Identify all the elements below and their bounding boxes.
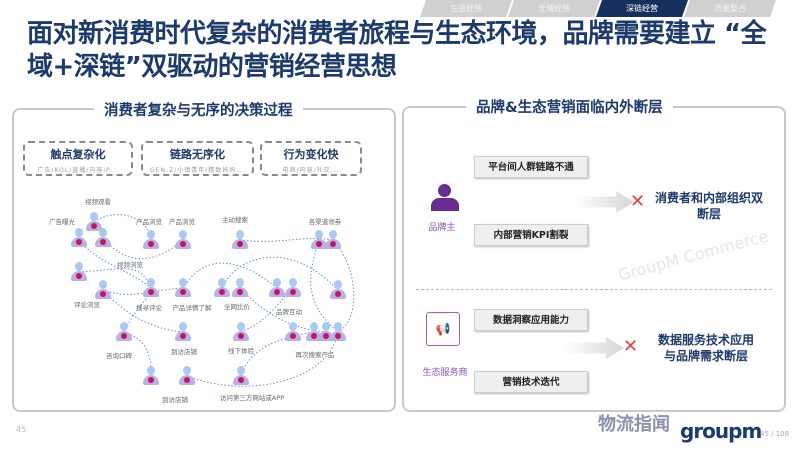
- person-icon: [95, 280, 111, 300]
- arrow-icon: [564, 337, 624, 359]
- person-icon: [116, 322, 132, 342]
- person-icon: [179, 366, 195, 386]
- brand-icon: [431, 184, 459, 212]
- ecosystem-role: 生态服务商: [422, 368, 468, 378]
- issue-box: 数据洞察应用能力: [474, 309, 588, 331]
- journey-label: 线下体验: [228, 347, 254, 355]
- category-behavior: 行为变化快电商/内容/社交...: [260, 141, 362, 176]
- section-tabs: 生意经营 全域经营 深链经营 流量整合: [420, 0, 772, 17]
- person-icon: [95, 228, 111, 248]
- person-icon: [318, 322, 334, 342]
- journey-label: 视频观看: [85, 198, 111, 206]
- cross-icon: ✕: [630, 191, 646, 212]
- person-icon: [71, 228, 87, 248]
- person-icon: [233, 322, 249, 342]
- person-icon: [285, 322, 301, 342]
- page-number-right: 45 / 108: [760, 430, 790, 438]
- person-icon: [232, 278, 248, 298]
- journey-label: 视频浏览: [117, 261, 143, 269]
- person-icon: [143, 230, 159, 250]
- wechat-watermark: 物流指闻: [598, 414, 670, 435]
- category-title: 触点复杂化: [50, 148, 106, 161]
- category-sub: 广告/KOL/直播/内容IP...: [37, 167, 119, 174]
- category-title: 链路无序化: [170, 148, 225, 161]
- journey-label: 搜寻评论: [136, 304, 162, 312]
- issue-box: 营销技术迭代: [474, 371, 588, 393]
- issue-box: 内部营销KPI割裂: [474, 224, 588, 246]
- person-icon: [175, 230, 191, 250]
- person-icon: [143, 366, 159, 386]
- tab-traffic[interactable]: 流量整合: [684, 0, 776, 17]
- person-icon: [86, 212, 102, 232]
- category-sub: 电商/内容/社交...: [282, 167, 340, 174]
- journey-label: 到访店铺: [162, 396, 188, 404]
- tab-business[interactable]: 生意经营: [420, 0, 512, 17]
- page-number-left: 45: [16, 425, 27, 434]
- journey-label: 主动搜索: [222, 216, 248, 224]
- category-path: 链路无序化 GEN-Z/小镇青年/精致妈妈...: [141, 141, 254, 176]
- journey-label: 咨询口碑: [106, 352, 132, 360]
- right-panel-title: 品牌&生态营销面临内外断层: [466, 96, 673, 117]
- left-panel-title: 消费者复杂与无序的决策过程: [94, 99, 303, 120]
- person-icon: [71, 262, 87, 282]
- journey-label: 品牌互动: [276, 308, 302, 316]
- left-panel: 消费者复杂与无序的决策过程 触点复杂化广告/KOL/直播/内容IP... 链路无…: [12, 99, 396, 412]
- person-icon: [330, 322, 346, 342]
- watermark: GroupM Commerce: [616, 226, 771, 285]
- brand-role: 品牌主: [428, 223, 456, 233]
- person-icon: [233, 366, 249, 386]
- journey-label: 产品浏览: [136, 218, 162, 226]
- journey-label: 再次搜索产品: [295, 351, 335, 359]
- journey-label: 访问第三方网站或APP: [219, 394, 285, 402]
- person-icon: [285, 278, 301, 298]
- person-icon: [330, 280, 346, 300]
- category-title: 行为变化快: [283, 148, 339, 161]
- category-sub: GEN-Z/小镇青年/精致妈妈...: [150, 167, 245, 174]
- person-icon: [175, 322, 191, 342]
- journey-label: 到访店铺: [171, 348, 197, 356]
- right-panel: 品牌&生态营销面临内外断层 品牌主 平台间人群链路不通 内部营销KPI割裂 ✕ …: [402, 96, 786, 312]
- ecosystem-icon: 📢: [426, 312, 460, 346]
- issue-box: 平台间人群链路不通: [474, 156, 588, 178]
- person-icon: [143, 278, 159, 298]
- journey-label: 全网比价: [224, 303, 250, 311]
- person-icon: [311, 230, 327, 250]
- journey-label: 广告曝光: [49, 218, 75, 226]
- right-panel-bottom: 📢 生态服务商 数据洞察应用能力 营销技术迭代 ✕ 数据服务技术应用与品牌需求断…: [402, 290, 786, 412]
- tab-omni[interactable]: 全域经营: [508, 0, 600, 17]
- brand-result: 消费者和内部组织双断层: [654, 191, 763, 221]
- person-icon: [175, 278, 191, 298]
- journey-label: 各渠道领券: [308, 218, 342, 226]
- page-title: 面对新消费时代复杂的消费者旅程与生态环境，品牌需要建立 “全域+深链”双驱动的营…: [27, 19, 767, 82]
- person-icon: [214, 278, 230, 298]
- category-touchpoint: 触点复杂化广告/KOL/直播/内容IP...: [23, 141, 133, 176]
- person-icon: [306, 322, 322, 342]
- person-icon: [269, 278, 285, 298]
- journey-label: 评论浏览: [74, 301, 100, 309]
- cross-icon: ✕: [623, 336, 639, 357]
- person-icon: [325, 230, 341, 250]
- tab-deep-link[interactable]: 深链经营: [596, 0, 688, 17]
- arrow-icon: [574, 191, 634, 213]
- journey-label: 产品浏览: [169, 218, 195, 226]
- ecosystem-result: 数据服务技术应用与品牌需求断层: [657, 333, 754, 363]
- divider: [416, 289, 772, 290]
- journey-label: 产品详情了解: [172, 304, 212, 312]
- person-icon: [232, 230, 248, 250]
- groupm-logo: groupm: [680, 419, 762, 443]
